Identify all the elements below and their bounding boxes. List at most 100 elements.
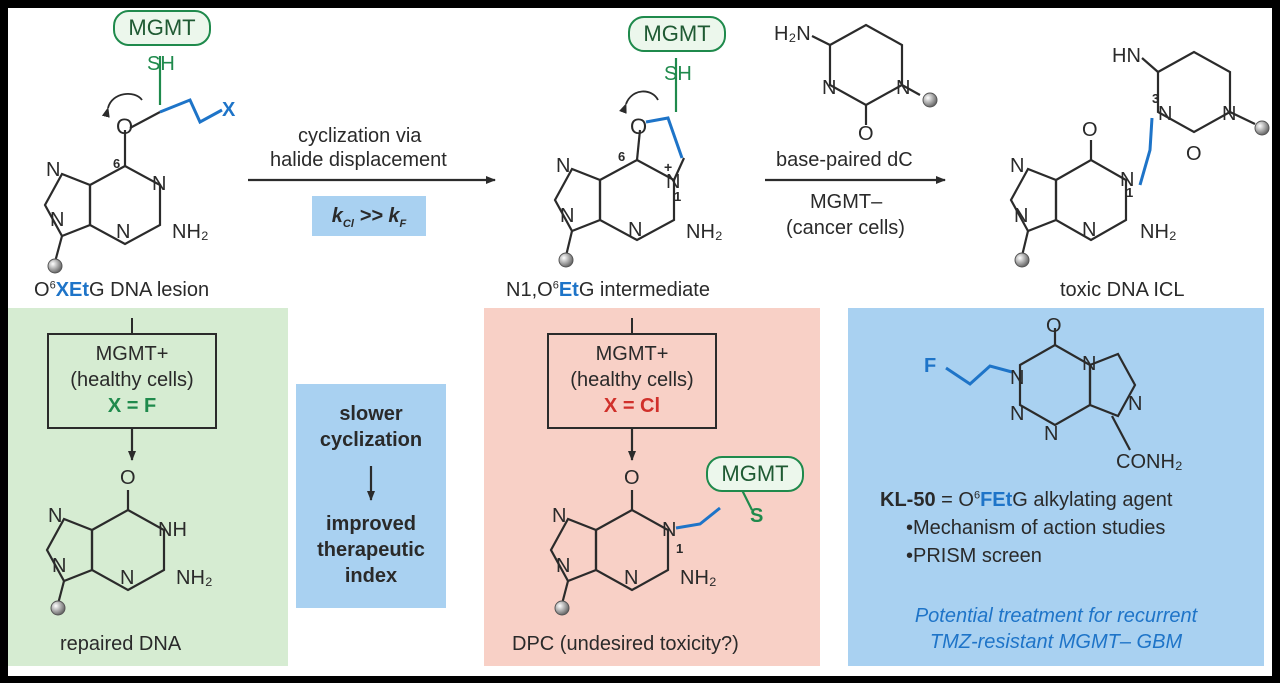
icl-n-atom-b: N	[1222, 103, 1237, 125]
kl50-title-sup: 6	[973, 489, 981, 502]
center-n-atom-d: N	[624, 567, 639, 589]
sugar-ball-center	[554, 600, 570, 616]
curved-arrow-1	[101, 93, 143, 118]
pos1-label-2: 1	[674, 189, 682, 204]
lesion-label: O6XEtG DNA lesion	[34, 280, 209, 300]
mgmt-tag-2-text: MGMT	[643, 21, 711, 46]
lesion-label-pre: O	[34, 279, 50, 301]
kl50-conh2: CONH₂	[1116, 451, 1183, 473]
sugar-ball-left	[50, 600, 66, 616]
top-card	[8, 8, 1272, 306]
arrow1-line2: halide displacement	[270, 149, 447, 171]
sh-label-1: SH	[147, 53, 175, 75]
ring-bond-2	[645, 116, 684, 159]
kl50-n-atom-a: N	[1010, 367, 1025, 389]
icl-hn: HN	[1112, 45, 1141, 67]
plus-charge: +	[664, 159, 673, 175]
middle-line2: cyclization	[319, 429, 423, 451]
middle-line3: improved	[325, 513, 417, 535]
n-atom-1b: N	[152, 173, 167, 195]
kl50-bullet1: •Mechanism of action studies	[906, 517, 1166, 539]
mgmt-minus-line2: (cancer cells)	[786, 217, 905, 239]
center-s-label: S	[750, 505, 764, 527]
kl50-italic2: TMZ-resistant MGMT– GBM	[929, 631, 1183, 653]
center-box-line2: (healthy cells)	[570, 369, 694, 391]
left-panel-label: repaired DNA	[60, 633, 182, 655]
left-n-atom-b: N	[52, 555, 67, 577]
nh2-atom-1: NH₂	[172, 221, 209, 243]
left-box-line3: X = F	[107, 395, 157, 417]
center-pos1: 1	[676, 541, 684, 556]
n-atom-1a: N	[46, 159, 61, 181]
kl50-n-atom-b: N	[1082, 353, 1097, 375]
mgmt-tag-1: MGMT	[113, 10, 211, 46]
icl-n-atom-a: N	[1158, 103, 1173, 125]
dc-n-atom-a: N	[822, 77, 837, 99]
center-o-atom: O	[624, 467, 640, 489]
icl-o-atom-b: O	[1082, 119, 1098, 141]
kl50-title: KL-50 = O6FEtG alkylating agent	[880, 490, 1172, 510]
kl50-bullet2: •PRISM screen	[906, 545, 1042, 567]
rate-box: kCl >> kF	[312, 196, 426, 236]
icl-n-atom-f: N	[1082, 219, 1097, 241]
n-atom-1c: N	[50, 209, 65, 231]
lesion-molecule	[43, 111, 162, 263]
center-n-atom-a: N	[552, 505, 567, 527]
kl50-o-atom: O	[1046, 315, 1062, 337]
icl-pos3: 3	[1152, 91, 1160, 106]
ethyl-x-chain-1	[159, 98, 223, 125]
mgmt-tag-2: MGMT	[628, 16, 726, 52]
dc-h2n: H₂N	[774, 23, 811, 45]
left-o-atom: O	[120, 467, 136, 489]
mgmt-tag-1-text: MGMT	[128, 15, 196, 40]
lesion-label-sup: 6	[49, 279, 56, 292]
middle-line4: therapeutic	[317, 539, 425, 561]
dpc-s-bond	[741, 489, 753, 511]
repaired-dna-molecule	[45, 490, 166, 605]
o-atom-2: O	[630, 114, 648, 139]
icl-o-atom-a: O	[1186, 143, 1202, 165]
rate-op: >>	[359, 205, 383, 227]
rate-k1-sub: Cl	[342, 218, 354, 230]
icl-n-atom-c: N	[1120, 169, 1135, 191]
x-label: X	[222, 99, 236, 121]
dpc-molecule	[549, 490, 670, 605]
sugar-ball-icl-2	[1254, 120, 1270, 136]
mgmt-minus-line1: MGMT–	[810, 191, 883, 213]
n-atom-2a: N	[556, 155, 571, 177]
intermediate-label-pre: N1,O	[506, 279, 553, 301]
pos6-label-2: 6	[618, 149, 626, 164]
icl-nh2: NH₂	[1140, 221, 1177, 243]
icl-label: toxic DNA ICL	[1060, 279, 1185, 301]
center-mgmt-tag: MGMT	[706, 456, 804, 492]
center-n-atom-c: N	[556, 555, 571, 577]
left-nh2: NH₂	[176, 567, 213, 589]
center-nh2: NH₂	[680, 567, 717, 589]
dc-molecule	[811, 23, 921, 125]
dpc-ethyl-bond	[675, 506, 721, 530]
icl-n-atom-d: N	[1010, 155, 1025, 177]
kl50-n-atom-c: N	[1010, 403, 1025, 425]
sugar-ball-icl-1	[1014, 252, 1030, 268]
n-atom-2c: N	[560, 205, 575, 227]
dc-label: base-paired dC	[776, 149, 913, 171]
n-atom-2b: N	[666, 171, 681, 193]
kl50-n-atom-e: N	[1128, 393, 1143, 415]
center-box-line3: X = Cl	[603, 395, 661, 417]
sugar-ball-1	[47, 258, 63, 274]
sugar-ball-2	[558, 252, 574, 268]
pos6-label-1: 6	[113, 156, 121, 171]
icl-pos1: 1	[1126, 185, 1134, 200]
crosslink-bond	[1138, 117, 1154, 186]
kl50-n-atom-d: N	[1044, 423, 1059, 445]
lesion-label-post: G DNA lesion	[89, 279, 210, 301]
middle-line1: slower	[339, 403, 403, 425]
center-mgmt-tag-text: MGMT	[721, 461, 789, 486]
intermediate-label-post: G intermediate	[578, 279, 710, 301]
left-n-atom-a: N	[48, 505, 63, 527]
arrow1-line1: cyclization via	[298, 125, 422, 147]
sh-label-2: SH	[664, 63, 692, 85]
kl50-title-post: G alkylating agent	[1012, 489, 1173, 511]
